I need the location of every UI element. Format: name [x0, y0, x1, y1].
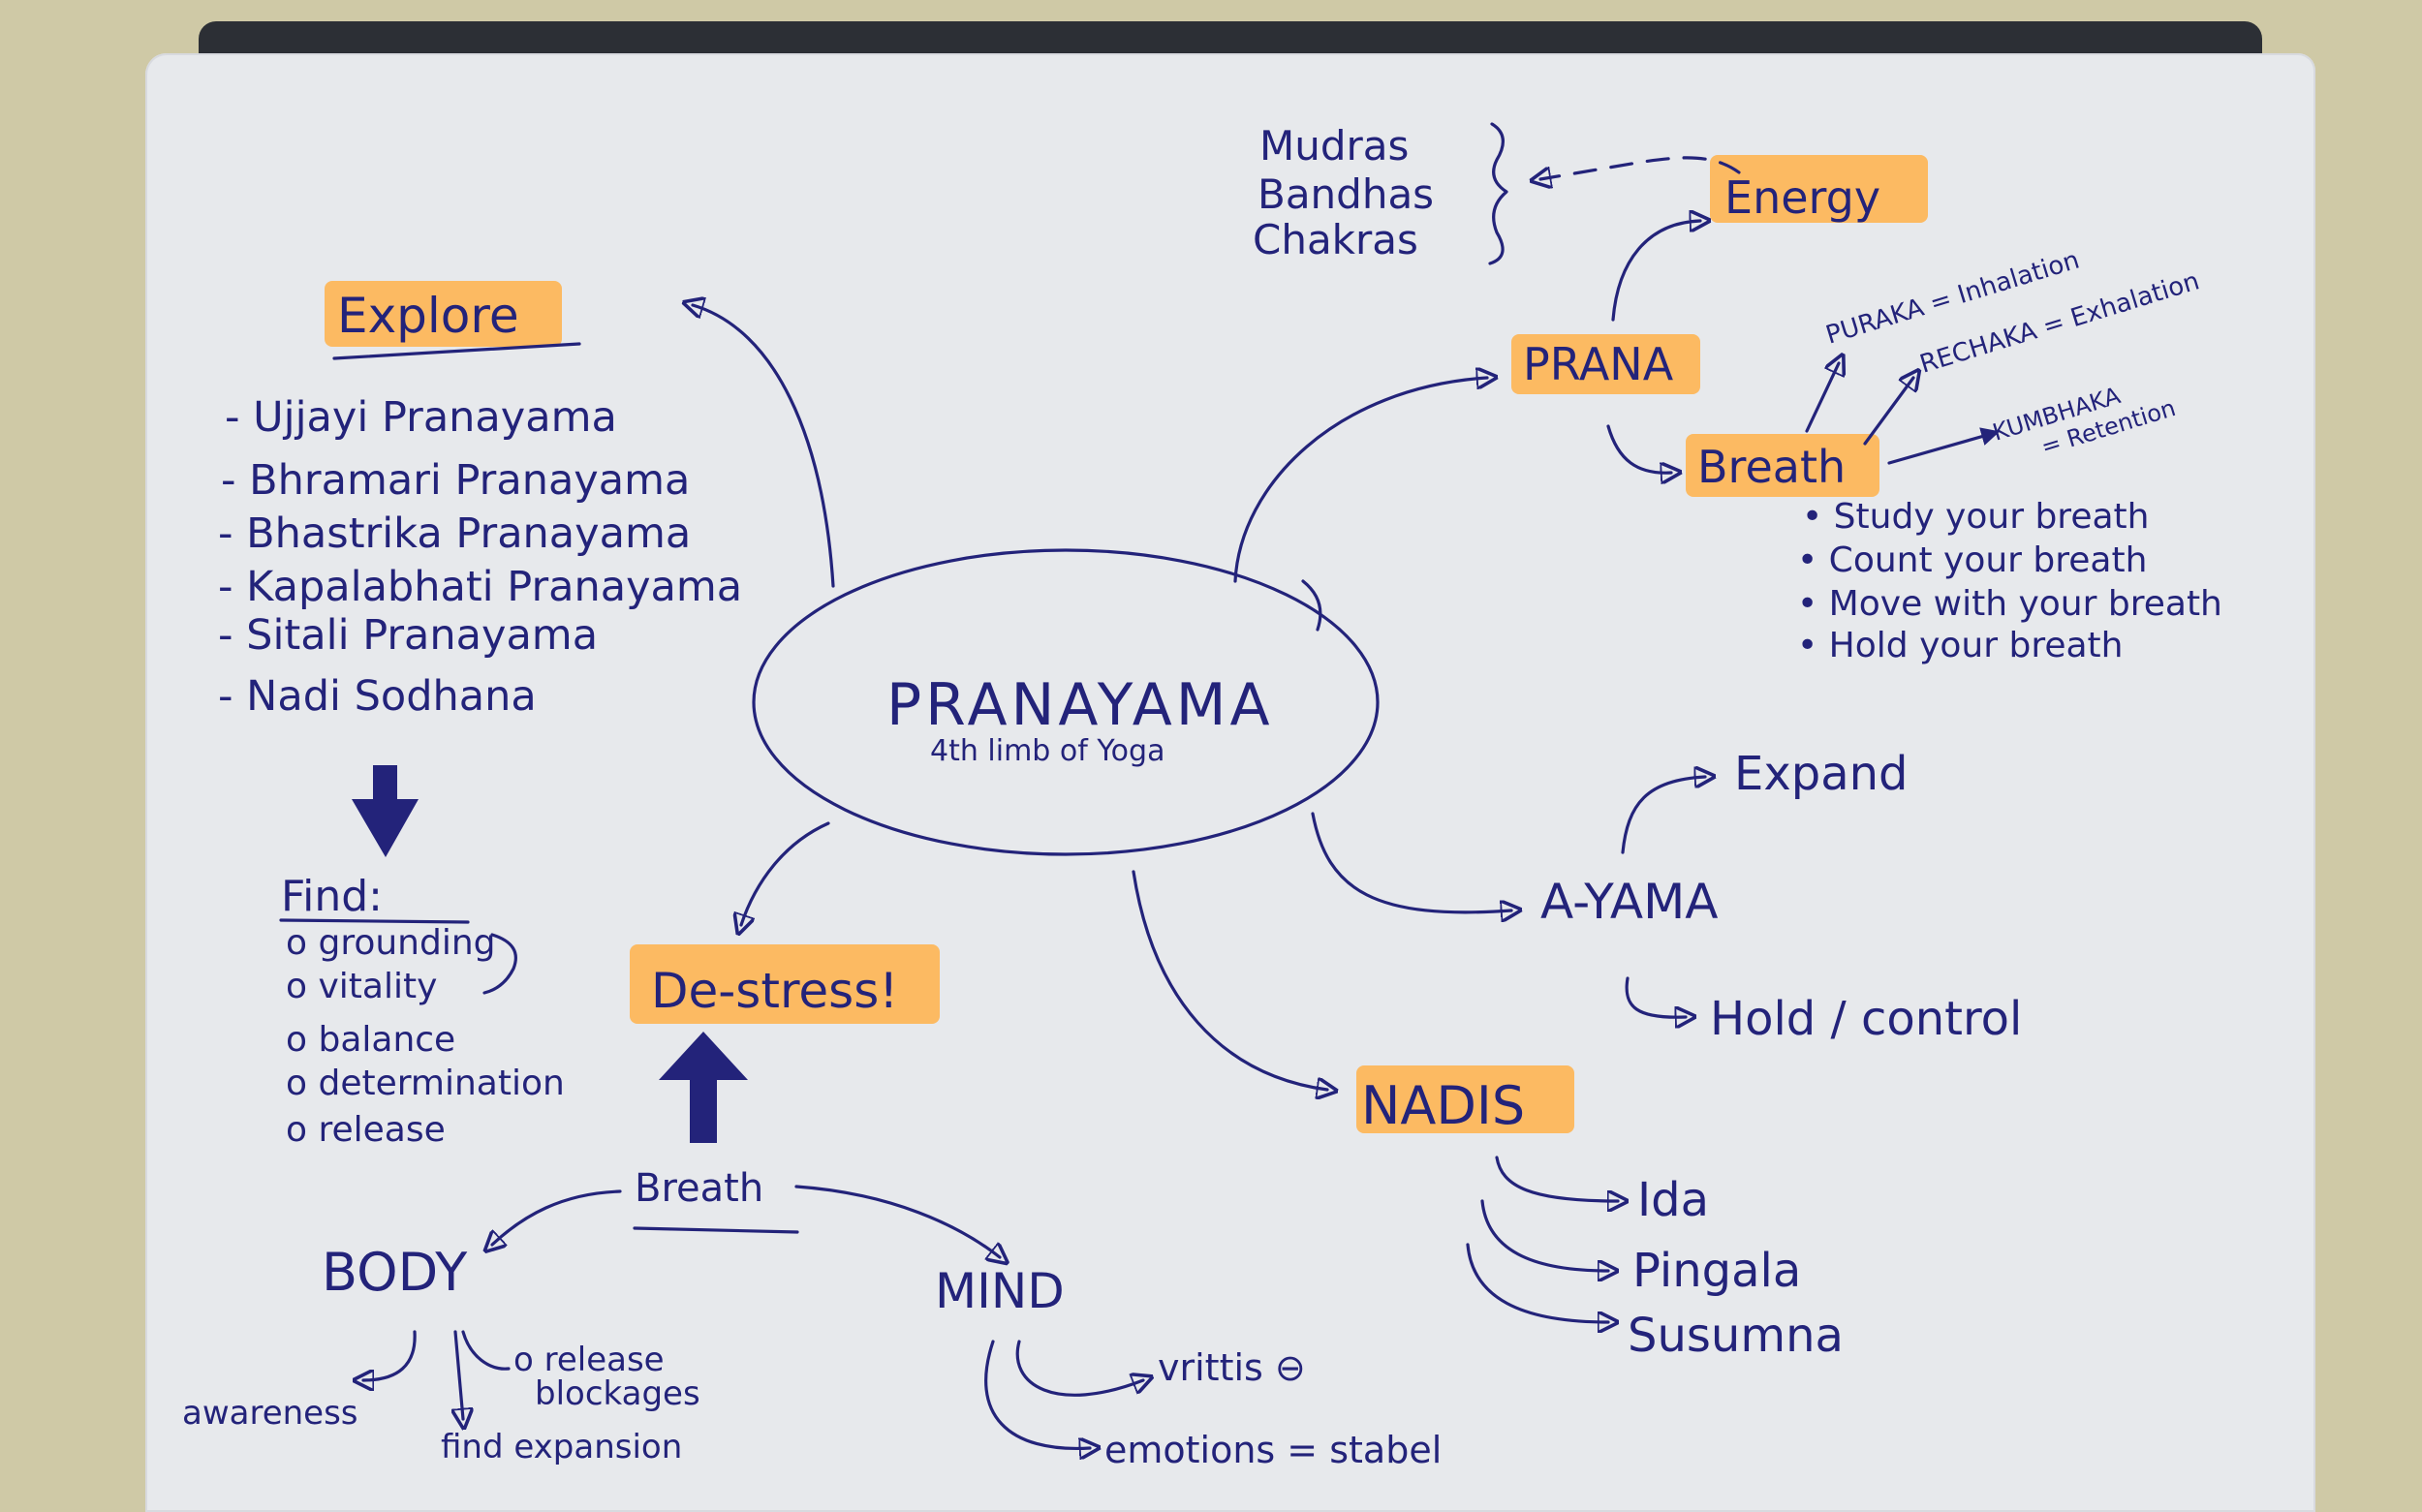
ayama-arrow [1311, 812, 1511, 912]
rechaka-arrow [1863, 378, 1913, 446]
body-item: o release [513, 1341, 665, 1379]
body-item: find expansion [441, 1428, 682, 1466]
nadis-item: Ida [1637, 1173, 1709, 1227]
center-ellipse-tail [1301, 579, 1322, 632]
mind-item: vrittis ⊖ [1158, 1346, 1306, 1389]
find-item: o balance [286, 1020, 455, 1060]
explore-heading: Explore [337, 288, 519, 344]
energy-highlight [1710, 155, 1928, 223]
explore-item: - Kapalabhati Pranayama [218, 563, 742, 611]
destress-highlight [630, 944, 940, 1024]
body-label: BODY [322, 1242, 468, 1303]
ayama-item: Hold / control [1710, 992, 2022, 1046]
prana-heading: PRANA [1523, 338, 1674, 390]
energy-dash-arrow [1540, 156, 1741, 179]
awareness-arrow [363, 1330, 417, 1380]
breath-underline [633, 1226, 799, 1234]
breath-arrow [1606, 424, 1671, 473]
find-item: o vitality [286, 967, 437, 1006]
energy-related: Mudras [1259, 122, 1409, 170]
center-ellipse [752, 548, 1380, 856]
mind-label: MIND [935, 1263, 1065, 1319]
expand-arrow [1621, 777, 1705, 854]
nadis-highlight [1356, 1065, 1574, 1133]
body-item: blockages [535, 1374, 700, 1413]
prana-arrow [1233, 378, 1487, 583]
energy-related: Bandhas [1258, 170, 1434, 218]
explore-item: - Nadi Sodhana [218, 672, 537, 721]
body-arrow [492, 1189, 622, 1245]
center-title: PRANAYAMA [886, 671, 1274, 739]
explore-highlight [325, 281, 562, 347]
explore-item: - Bhramari Pranayama [221, 456, 690, 505]
explore-item: - Sitali Pranayama [218, 611, 598, 660]
expansion-arrow [455, 1330, 463, 1419]
destress-heading: De-stress! [651, 963, 898, 1019]
release-arrow [461, 1330, 511, 1371]
find-item: o grounding [286, 923, 496, 963]
breath-item: • Hold your breath [1797, 626, 2123, 665]
emotions-arrow [984, 1340, 1090, 1448]
explore-item: - Ujjayi Pranayama [225, 393, 617, 442]
center-subtitle: 4th limb of Yoga [930, 734, 1164, 768]
explore-underline [332, 342, 581, 360]
find-underline [279, 918, 470, 924]
breath-item: • Study your breath [1802, 497, 2149, 537]
up-arrow [659, 1032, 748, 1143]
explore-arrow [693, 305, 835, 588]
nadis-item: Pingala [1632, 1244, 1801, 1298]
breath-highlight [1686, 434, 1879, 497]
mind-item: emotions = stabel [1104, 1429, 1442, 1471]
find-brace [482, 933, 517, 995]
find-item: o release [286, 1110, 446, 1150]
destress-arrow [741, 821, 830, 925]
vrittis-arrow [1015, 1340, 1143, 1397]
down-arrow [352, 765, 419, 857]
breath-item: • Move with your breath [1797, 584, 2222, 624]
ida-arrow [1495, 1156, 1618, 1201]
breath-label: Breath [635, 1166, 763, 1211]
nadis-arrow [1132, 870, 1327, 1090]
prana-breath-label: Breath [1697, 441, 1846, 493]
pingala-arrow [1480, 1199, 1608, 1271]
explore-item: - Bhastrika Pranayama [218, 509, 691, 558]
ayama-item: Expand [1734, 747, 1909, 801]
energy-arrow [1611, 221, 1700, 322]
puraka-arrow [1805, 363, 1839, 433]
nadis-item: Susumna [1628, 1309, 1844, 1363]
kumbhaka-arrow [1887, 427, 2001, 465]
find-item: o determination [286, 1064, 565, 1103]
energy-brace [1488, 122, 1508, 265]
hold-arrow [1625, 976, 1686, 1017]
mind-arrow [794, 1185, 1000, 1257]
energy-related: Chakras [1253, 216, 1418, 263]
find-heading: Find: [281, 872, 383, 921]
breath-item: • Count your breath [1797, 540, 2147, 580]
nadis-heading: NADIS [1361, 1075, 1525, 1136]
ayama-heading: A-YAMA [1540, 874, 1718, 930]
energy-label: Energy [1724, 171, 1880, 224]
susumna-arrow [1466, 1243, 1608, 1322]
prana-highlight [1511, 334, 1700, 394]
body-item: awareness [182, 1394, 358, 1433]
